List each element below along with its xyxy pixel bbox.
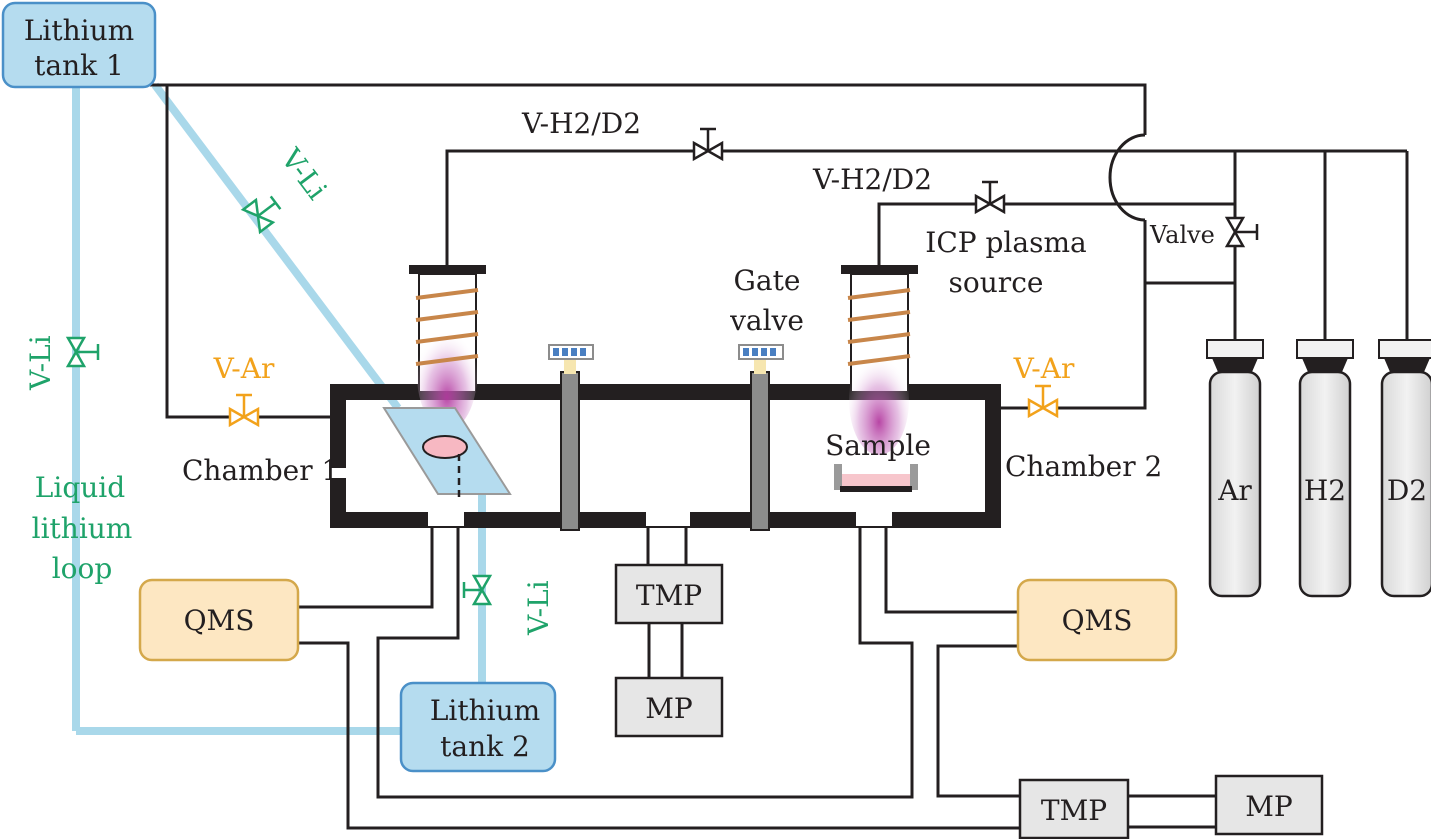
gate-valve-plate-left: [560, 371, 580, 531]
liquid-loop-line-1: Liquid: [35, 471, 125, 504]
lithium-tank-1-line-2: tank 1: [34, 49, 124, 82]
valve-main[interactable]: [1224, 216, 1259, 248]
plasma-glow-icon: [849, 345, 909, 455]
lithium-plate: [382, 407, 512, 498]
lithium-tank-1-line-1: Lithium: [24, 14, 134, 47]
gas-cylinder-icon: [1298, 370, 1352, 598]
main-chamber: [330, 344, 1001, 531]
valve-v-ar-left[interactable]: [228, 393, 260, 428]
valve-v-h2d2-top[interactable]: [692, 127, 724, 162]
v-li-bottom-label: V-Li: [522, 580, 555, 636]
qms-right[interactable]: QMS: [1016, 578, 1178, 662]
tmp-bottom[interactable]: TMP: [1018, 778, 1130, 839]
qms-right-label: QMS: [1062, 604, 1133, 637]
liquid-loop-line-2: lithium: [32, 512, 133, 545]
sample-holder: [834, 464, 918, 492]
gate-valve-plate-right: [750, 371, 770, 531]
mp-center[interactable]: MP: [614, 676, 724, 738]
qms-left[interactable]: QMS: [138, 578, 300, 662]
valve-v-h2d2-mid[interactable]: [974, 180, 1006, 215]
mp-center-label: MP: [645, 692, 693, 725]
gate-valve-label-line-2: valve: [729, 304, 804, 337]
gas-cylinder-ar[interactable]: Ar: [1206, 339, 1264, 598]
lithium-tank-2-line-1: Lithium: [430, 694, 540, 727]
gas-cylinder-icon: [1380, 370, 1431, 598]
plasma-glow-icon: [417, 320, 477, 430]
v-h2d2-top-label: V-H2/D2: [521, 107, 641, 140]
icp-source-left: [409, 265, 486, 430]
gas-d2-label: D2: [1387, 474, 1427, 507]
tmp-bottom-label: TMP: [1041, 794, 1107, 827]
lithium-tank-2-line-2: tank 2: [440, 730, 530, 763]
gas-cylinder-h2[interactable]: H2: [1296, 339, 1354, 598]
sample-label: Sample: [825, 429, 931, 462]
rf-coil-icon: [415, 288, 479, 366]
valve-v-li-diag[interactable]: [240, 192, 284, 235]
v-ar-right-label: V-Ar: [1013, 352, 1075, 385]
gas-pipes: [150, 83, 1409, 830]
v-h2d2-mid-label: V-H2/D2: [812, 163, 932, 196]
v-ar-left-label: V-Ar: [213, 352, 275, 385]
gas-cylinder-d2[interactable]: D2: [1378, 339, 1431, 598]
valve-v-ar-right[interactable]: [1027, 384, 1059, 419]
gas-ar-label: Ar: [1217, 474, 1252, 507]
tmp-center-label: TMP: [636, 579, 702, 612]
gas-cylinder-icon: [1208, 370, 1262, 598]
qms-left-label: QMS: [184, 604, 255, 637]
tmp-center[interactable]: TMP: [614, 563, 724, 625]
valve-label: Valve: [1149, 221, 1215, 249]
rf-coil-icon: [847, 288, 911, 366]
gas-h2-label: H2: [1304, 474, 1346, 507]
lithium-tank-2[interactable]: Lithium tank 2: [399, 681, 557, 773]
icp-label-line-1: ICP plasma: [925, 226, 1086, 259]
icp-source-right: [841, 265, 918, 455]
liquid-loop-line-3: loop: [52, 552, 113, 585]
chamber-2-label: Chamber 2: [1005, 450, 1162, 483]
v-li-left-label: V-Li: [24, 335, 57, 391]
mp-bottom-label: MP: [1245, 790, 1293, 823]
valve-v-li-left[interactable]: [65, 336, 100, 368]
gate-valve-actuator-right: [738, 344, 784, 360]
v-li-diag-label: V-Li: [274, 142, 334, 206]
valve-v-li-bottom[interactable]: [462, 574, 493, 606]
lithium-tank-1[interactable]: Lithium tank 1: [1, 1, 157, 89]
gate-valve-actuator-left: [548, 344, 594, 360]
chamber-1-label: Chamber 1: [182, 454, 339, 487]
mp-bottom[interactable]: MP: [1214, 774, 1324, 836]
icp-label-line-2: source: [949, 266, 1044, 299]
gate-valve-label-line-1: Gate: [734, 264, 801, 297]
